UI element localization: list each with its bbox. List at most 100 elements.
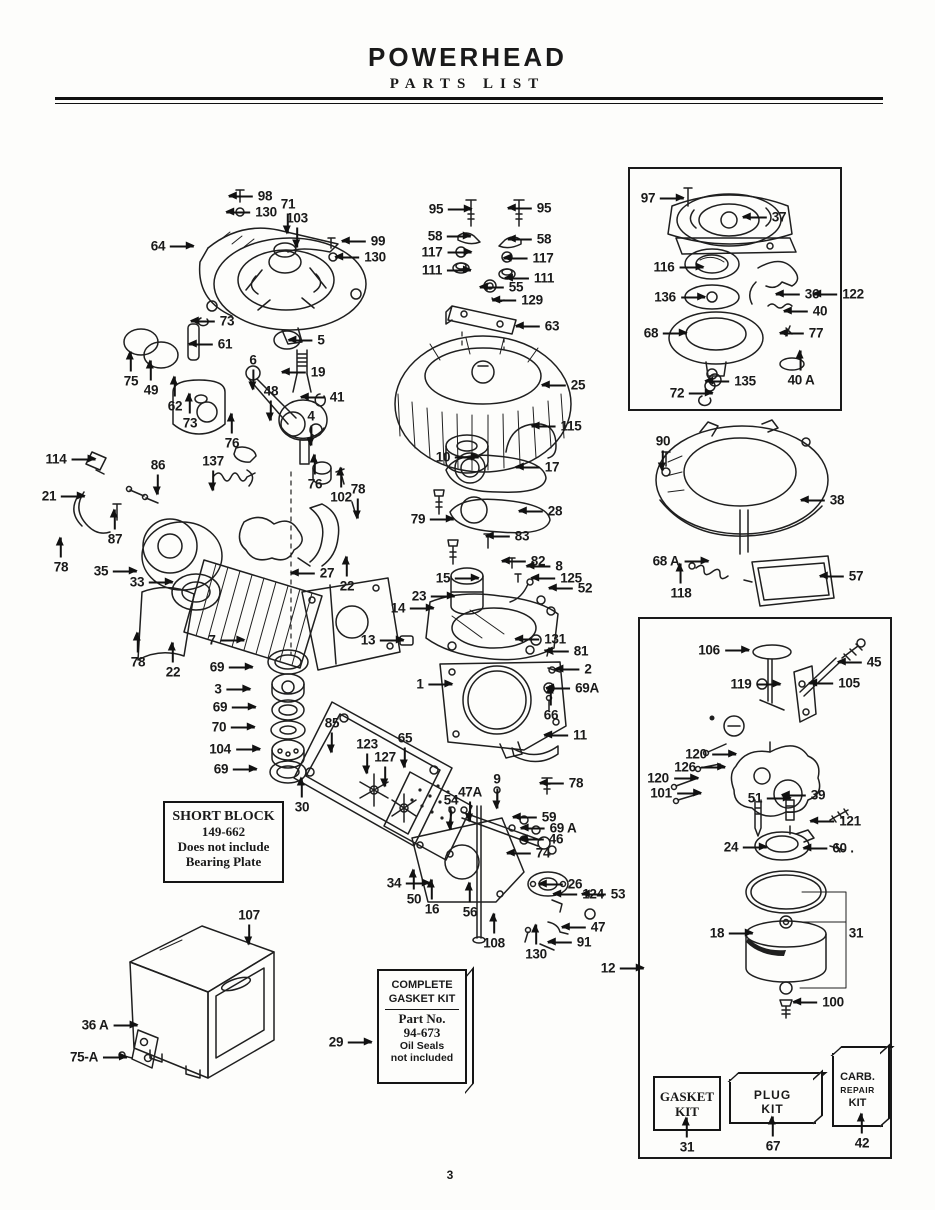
callout-15: 15 bbox=[434, 571, 481, 586]
leader-arrow bbox=[724, 645, 750, 653]
leader-arrow bbox=[506, 234, 532, 242]
callout-106: 106 bbox=[696, 643, 750, 658]
callout-69: 69 bbox=[211, 700, 258, 715]
gasket-kit-note-rule bbox=[385, 1009, 459, 1010]
callout-130: 130 bbox=[225, 205, 279, 220]
callout-31: 31 bbox=[848, 925, 864, 941]
leader-arrow bbox=[340, 236, 366, 244]
leader-arrow bbox=[792, 997, 818, 1005]
callout-118: 118 bbox=[669, 562, 694, 601]
gasket-kit-note-line: GASKET KIT bbox=[388, 993, 456, 1005]
callout-83: 83 bbox=[484, 529, 531, 544]
leader-arrow bbox=[836, 657, 862, 665]
callout-62: 62 bbox=[166, 375, 184, 414]
callout-64: 64 bbox=[149, 239, 196, 254]
leader-arrow bbox=[774, 289, 800, 297]
leader-arrow bbox=[282, 213, 291, 235]
callout-136: 136 bbox=[652, 290, 706, 305]
carb-kit-label: KIT bbox=[848, 1096, 867, 1109]
leader-arrow bbox=[560, 922, 586, 930]
gasket-kit-note-line: Part No. bbox=[398, 1011, 446, 1026]
leader-arrow bbox=[506, 203, 532, 211]
callout-63: 63 bbox=[514, 319, 561, 334]
leader-arrow bbox=[700, 762, 726, 770]
leader-arrow bbox=[55, 536, 64, 558]
callout-85: 85 bbox=[323, 716, 341, 754]
callout-116: 116 bbox=[652, 260, 705, 275]
leader-arrow bbox=[743, 842, 769, 850]
callout-47A: 47A bbox=[456, 785, 484, 823]
leader-arrow bbox=[546, 937, 572, 945]
gasket-kit-note-line: Oil Seals bbox=[399, 1040, 445, 1052]
leader-arrow bbox=[802, 843, 828, 851]
callout-22: 22 bbox=[164, 641, 182, 680]
leader-arrow bbox=[537, 879, 563, 887]
callout-119: 119 bbox=[729, 677, 782, 692]
leader-arrow bbox=[780, 790, 806, 798]
callout-111: 111 bbox=[420, 263, 473, 278]
leader-arrow bbox=[540, 380, 566, 388]
callout-2: 2 bbox=[554, 662, 593, 677]
callout-18: 18 bbox=[708, 926, 755, 941]
leader-arrow bbox=[265, 400, 274, 422]
callout-4: 4 bbox=[305, 409, 316, 447]
leader-arrow bbox=[818, 571, 844, 579]
callout-135: 135 bbox=[704, 374, 758, 389]
leader-arrow bbox=[309, 453, 318, 475]
leader-arrow bbox=[299, 392, 325, 400]
callout-10: 10 bbox=[434, 450, 481, 465]
callout-34: 34 bbox=[385, 876, 432, 891]
callout-55: 55 bbox=[478, 280, 525, 295]
leader-arrow bbox=[525, 561, 551, 569]
callout-40A: 40 A bbox=[786, 349, 817, 388]
callout-38: 38 bbox=[799, 493, 846, 508]
callout-73: 73 bbox=[181, 392, 199, 431]
leader-arrow bbox=[518, 834, 544, 842]
leader-arrow bbox=[680, 292, 706, 300]
leader-arrow bbox=[113, 566, 139, 574]
leader-arrow bbox=[125, 350, 134, 372]
leader-arrow bbox=[61, 491, 87, 499]
leader-arrow bbox=[145, 359, 154, 381]
callout-74: 74 bbox=[505, 846, 552, 861]
callout-81: 81 bbox=[543, 644, 590, 659]
leader-arrow bbox=[287, 335, 313, 343]
leader-arrow bbox=[782, 306, 808, 314]
leader-arrow bbox=[503, 273, 529, 281]
callout-25: 25 bbox=[540, 378, 587, 393]
callout-99: 99 bbox=[340, 234, 387, 249]
callout-57: 57 bbox=[818, 569, 865, 584]
carb-kit-label: CARB. bbox=[840, 1070, 875, 1083]
callout-91: 91 bbox=[546, 935, 593, 950]
leader-arrow bbox=[808, 678, 834, 686]
leader-arrow bbox=[109, 508, 118, 530]
callout-90: 90 bbox=[654, 434, 672, 472]
header-rule-thin bbox=[55, 103, 883, 104]
leader-arrow bbox=[220, 635, 246, 643]
leader-arrow bbox=[767, 1115, 776, 1137]
callout-58: 58 bbox=[426, 229, 473, 244]
leader-arrow bbox=[538, 778, 564, 786]
leader-arrow bbox=[491, 295, 517, 303]
carburetor-inset-frame bbox=[638, 617, 892, 1159]
callout-45: 45 bbox=[836, 655, 883, 670]
leader-arrow bbox=[663, 328, 689, 336]
leader-arrow bbox=[505, 848, 531, 856]
leader-arrow bbox=[306, 425, 314, 447]
callout-65: 65 bbox=[396, 731, 414, 769]
callout-95: 95 bbox=[427, 202, 474, 217]
leader-arrow bbox=[113, 1020, 139, 1028]
leader-arrow bbox=[502, 253, 528, 261]
callout-12: 12 bbox=[599, 961, 646, 976]
leader-arrow bbox=[673, 773, 699, 781]
leader-arrow bbox=[756, 679, 782, 687]
gasket-kit-note-line: not included bbox=[390, 1052, 454, 1064]
callout-104: 104 bbox=[207, 742, 261, 757]
recoil-starter-inset-frame bbox=[628, 167, 842, 411]
callout-30: 30 bbox=[293, 776, 311, 815]
leader-arrow bbox=[530, 421, 556, 429]
leader-arrow bbox=[447, 265, 473, 273]
callout-86: 86 bbox=[149, 458, 167, 496]
callout-117: 117 bbox=[502, 251, 556, 266]
callout-66: 66 bbox=[542, 684, 560, 723]
